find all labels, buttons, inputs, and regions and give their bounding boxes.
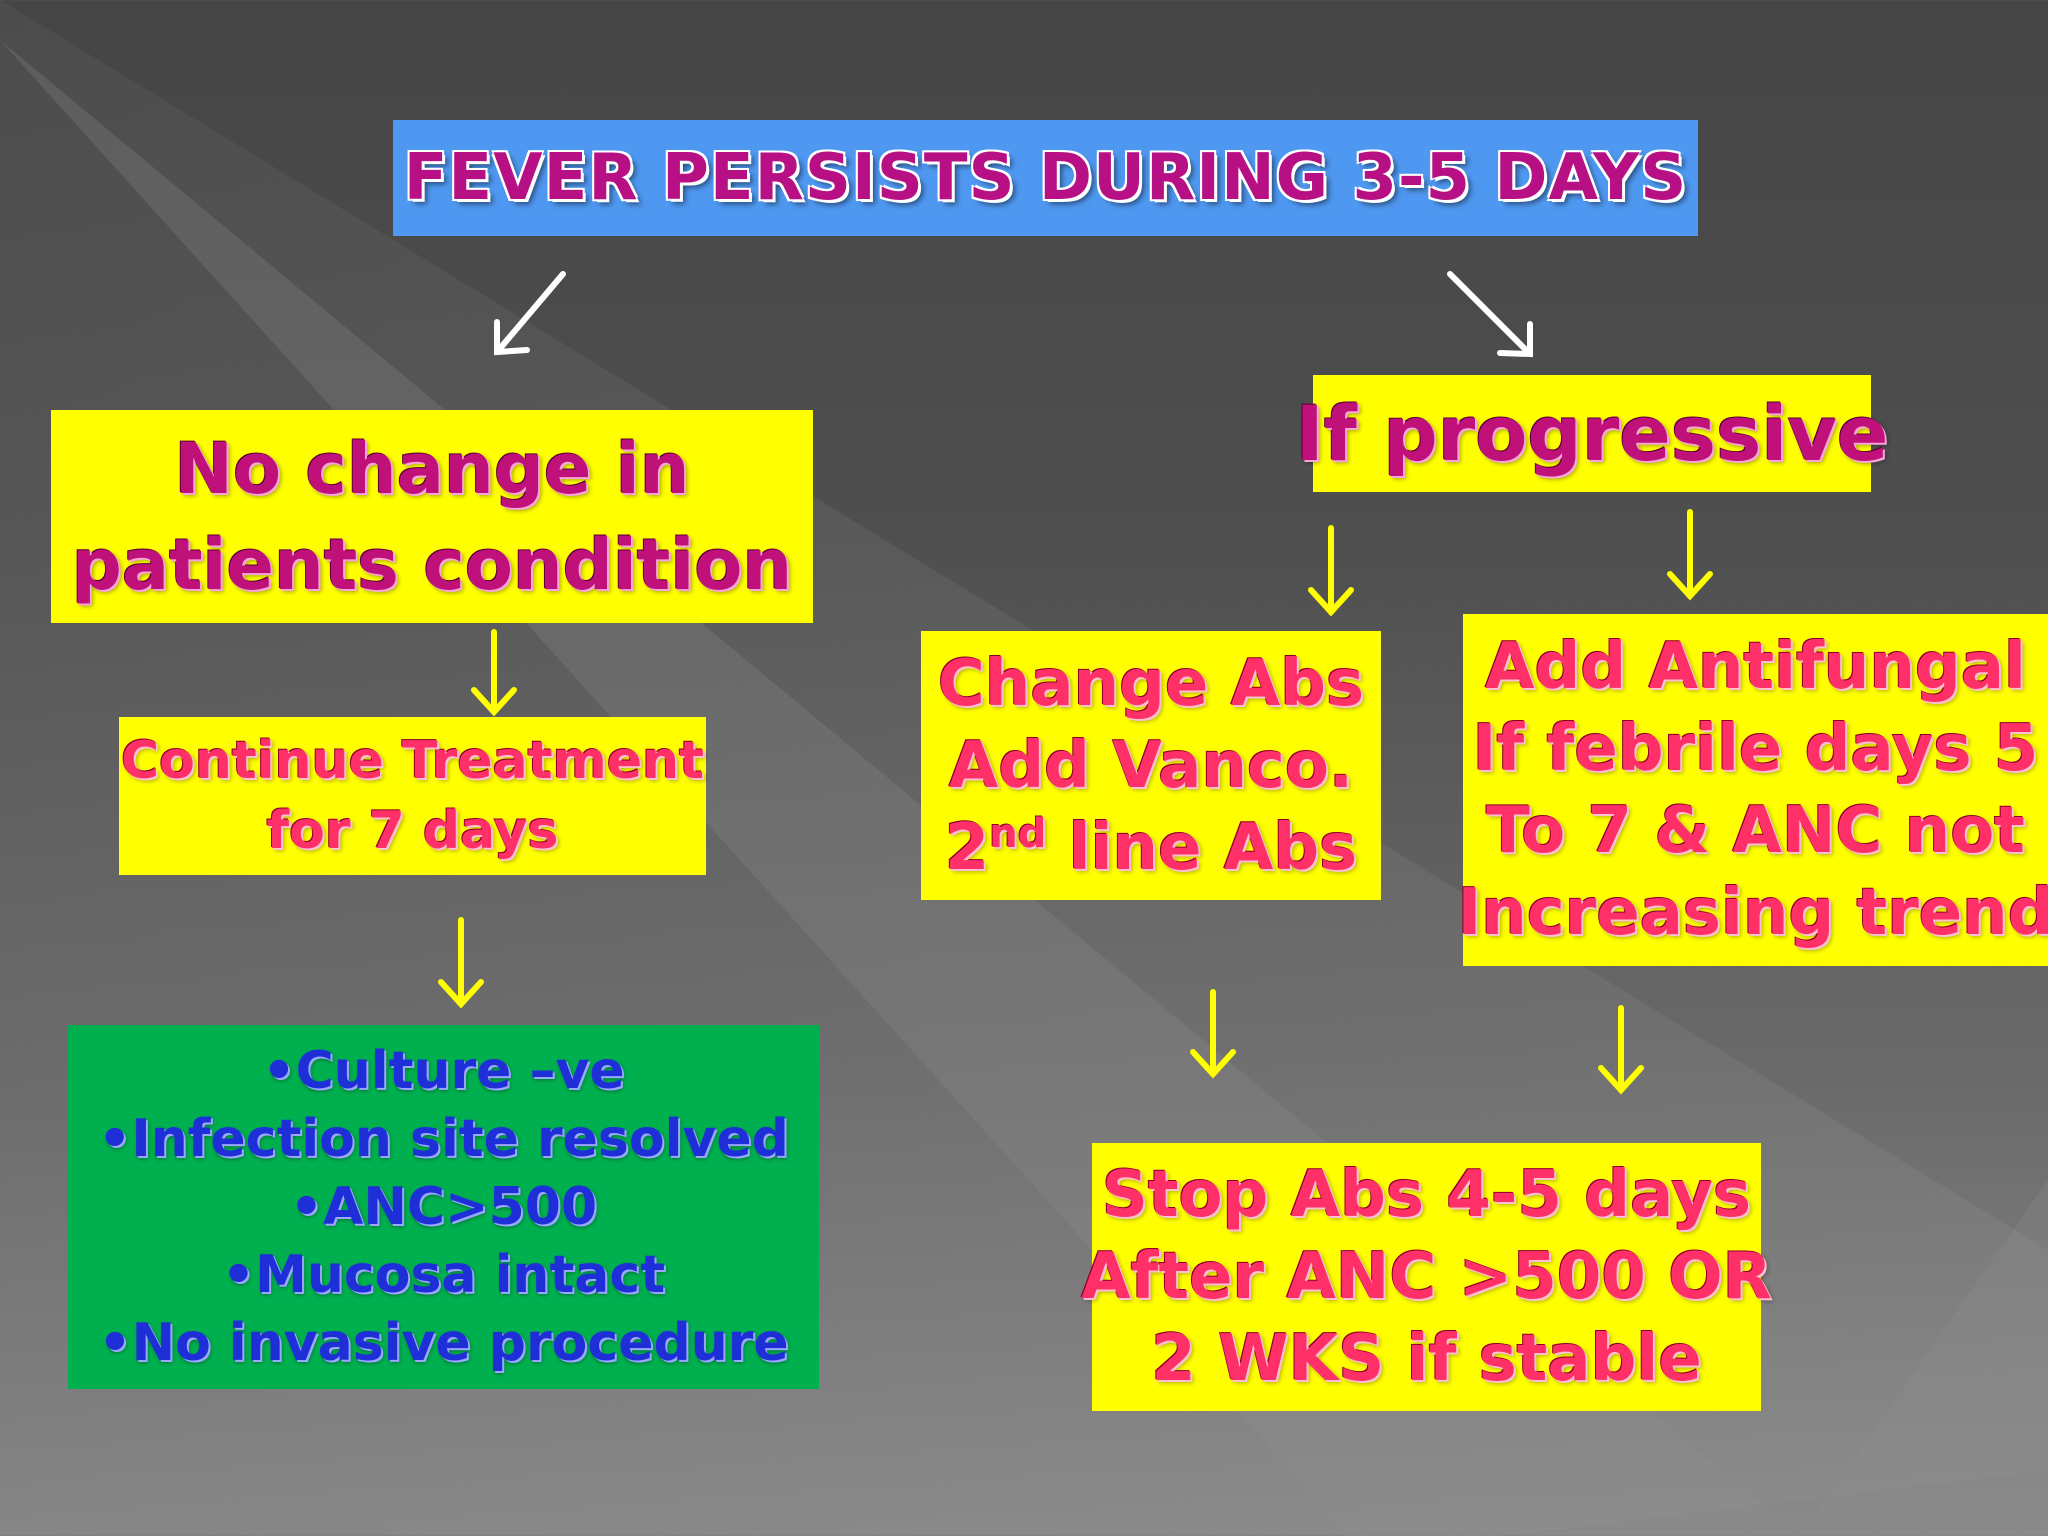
arrow-down-icon — [471, 629, 517, 717]
change-abs-line: 2nd line Abs — [945, 807, 1357, 889]
no-change-line: No change in — [174, 427, 690, 510]
arrow-down-icon — [438, 917, 484, 1009]
second-line-suffix: nd — [989, 810, 1047, 857]
stop-abs-line: Stop Abs 4-5 days — [1101, 1158, 1752, 1232]
no-change-text: No change in patients condition — [72, 421, 793, 613]
continue-treatment-box: Continue Treatment for 7 days — [119, 717, 706, 875]
antifungal-box: Add Antifungal If febrile days 5 To 7 & … — [1457, 614, 2048, 966]
continue-treatment-line: Continue Treatment — [121, 731, 704, 791]
title-box: FEVER PERSISTS DURING 3-5 DAYS — [393, 120, 1698, 236]
antifungal-line: If febrile days 5 — [1472, 712, 2039, 786]
stop-abs-line: After ANC >500 OR — [1081, 1240, 1772, 1314]
progressive-box: If progressive — [1296, 375, 1888, 492]
criteria-item: •Mucosa intact — [221, 1245, 666, 1305]
criteria-item: •Culture –ve — [262, 1041, 625, 1101]
second-line-text: line Abs — [1046, 810, 1358, 885]
change-abs-box: Change Abs Add Vanco. 2nd line Abs — [921, 631, 1381, 900]
arrow-down-icon — [1190, 989, 1236, 1079]
antifungal-line: Add Antifungal — [1485, 630, 2026, 704]
antifungal-line: To 7 & ANC not — [1486, 794, 2025, 868]
progressive-label: If progressive — [1295, 389, 1889, 478]
criteria-item: •Infection site resolved — [98, 1109, 789, 1169]
no-change-line: patients condition — [71, 523, 793, 606]
second-line-number: 2 — [944, 810, 990, 885]
continue-treatment-line: for 7 days — [266, 801, 559, 861]
arrow-down-icon — [1308, 525, 1354, 617]
arrow-down-icon — [1667, 509, 1713, 601]
antifungal-line: Increasing trend — [1457, 876, 2048, 950]
stop-abs-box: Stop Abs 4-5 days After ANC >500 OR 2 WK… — [1081, 1143, 1772, 1411]
no-change-box: No change in patients condition — [51, 410, 813, 623]
change-abs-line: Add Vanco. — [948, 728, 1354, 803]
arrow-down-left-icon — [494, 271, 566, 356]
stop-abs-line: 2 WKS if stable — [1151, 1322, 1702, 1396]
continue-treatment-text: Continue Treatment for 7 days — [121, 726, 704, 866]
stop-criteria-box: •Culture –ve •Infection site resolved •A… — [68, 1025, 819, 1389]
change-abs-line: Change Abs — [937, 646, 1365, 721]
page-title: FEVER PERSISTS DURING 3-5 DAYS — [403, 141, 1688, 215]
arrow-down-right-icon — [1447, 271, 1533, 358]
arrow-down-icon — [1598, 1005, 1644, 1095]
criteria-item: •ANC>500 — [289, 1177, 598, 1237]
criteria-item: •No invasive procedure — [98, 1313, 789, 1373]
